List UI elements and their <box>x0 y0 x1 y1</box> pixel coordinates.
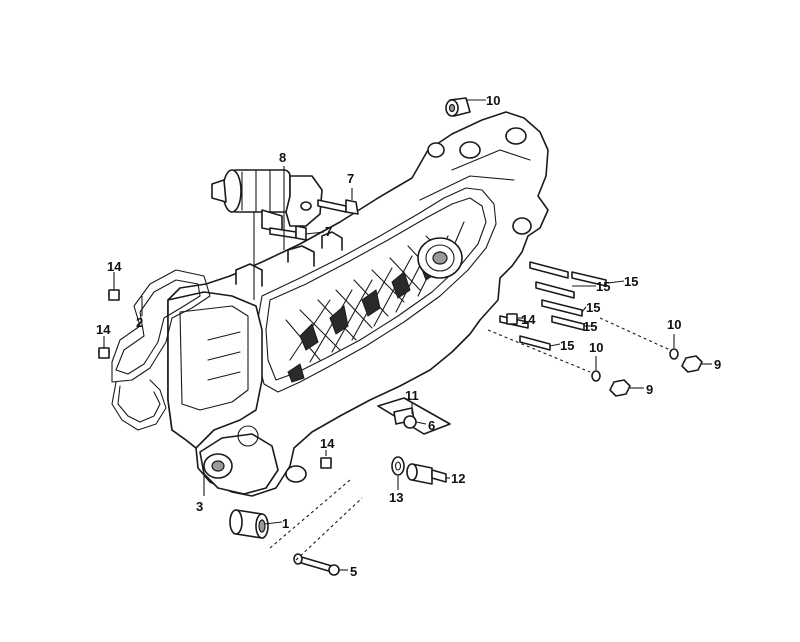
callout-13: 13 <box>389 490 403 505</box>
pivot-bolt-5 <box>293 553 340 576</box>
starter-motor <box>211 169 323 233</box>
callout-1: 1 <box>282 516 289 531</box>
callout-9a: 9 <box>714 357 721 372</box>
callout-labels: 1 2 3 5 6 7 7 8 9 9 10 10 10 11 12 13 14… <box>96 93 721 579</box>
callout-7b: 7 <box>325 224 332 239</box>
callout-9b: 9 <box>646 382 653 397</box>
callout-6: 6 <box>428 418 435 433</box>
stud-bolts <box>499 261 607 351</box>
callout-15b: 15 <box>596 279 610 294</box>
bolt-7a <box>317 199 359 215</box>
callout-15e: 15 <box>560 338 574 353</box>
leader-lines <box>103 99 712 571</box>
callout-3: 3 <box>196 499 203 514</box>
callout-10b: 10 <box>667 317 681 332</box>
callout-15a: 15 <box>624 274 638 289</box>
callout-14b: 14 <box>96 322 111 337</box>
nuts-9 <box>609 355 703 397</box>
callout-14c: 14 <box>320 436 335 451</box>
callout-15d: 15 <box>583 319 597 334</box>
drain-bolt-12 <box>406 463 447 485</box>
bushing-1 <box>229 509 269 539</box>
gasket <box>111 269 211 431</box>
callout-14a: 14 <box>107 259 122 274</box>
callout-14d: 14 <box>521 312 536 327</box>
washer-13 <box>391 456 405 476</box>
crankcase-body <box>167 111 549 497</box>
callout-5: 5 <box>350 564 357 579</box>
callout-15c: 15 <box>586 300 600 315</box>
callout-2: 2 <box>136 315 143 330</box>
callout-12: 12 <box>451 471 465 486</box>
callout-10c: 10 <box>589 340 603 355</box>
callout-8: 8 <box>279 150 286 165</box>
dowel-pins <box>98 289 518 469</box>
callout-10a: 10 <box>486 93 500 108</box>
plate-6-11 <box>377 397 451 435</box>
callout-7a: 7 <box>347 171 354 186</box>
bushing-10-top <box>445 97 471 117</box>
washer-10-right <box>591 348 679 382</box>
bolt-7b <box>269 225 307 241</box>
callout-11: 11 <box>405 388 419 403</box>
